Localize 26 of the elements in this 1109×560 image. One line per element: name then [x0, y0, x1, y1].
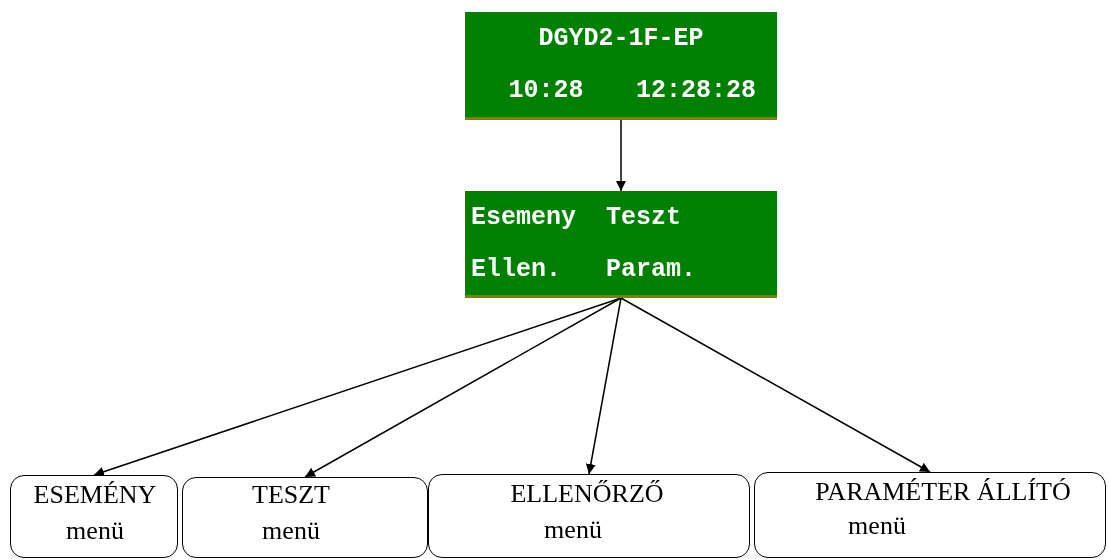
screen-text: Esemeny: [471, 202, 577, 232]
menu-box: [428, 474, 750, 558]
lcd-screen: [465, 191, 777, 298]
arrow: [304, 297, 622, 478]
menu-box: [182, 477, 428, 558]
arrow: [616, 119, 626, 192]
arrow: [620, 297, 931, 473]
menu-label: PARAMÉTER ÁLLÍTÓ: [815, 479, 1071, 505]
screen-text: 10:28: [508, 76, 584, 106]
menu-label: TESZT: [252, 482, 330, 508]
menu-label: menü: [544, 517, 602, 543]
menu-box: [10, 475, 178, 558]
screen-text: Ellen.: [471, 254, 561, 284]
arrow: [585, 297, 622, 475]
menu-label: menü: [66, 518, 124, 544]
menu-box: [754, 472, 1106, 558]
screen-text: Teszt: [606, 202, 681, 232]
screen-text: DGYD2-1F-EP: [538, 23, 704, 53]
menu-label: ESEMÉNY: [33, 482, 157, 508]
menu-label: menü: [848, 513, 906, 539]
arrow: [93, 297, 622, 477]
menu-label: menü: [262, 518, 320, 544]
menu-label: ELLENŐRZŐ: [510, 481, 664, 507]
lcd-screen: [465, 12, 777, 120]
screen-text: Param.: [606, 254, 696, 284]
screen-text: 12:28:28: [636, 76, 756, 106]
